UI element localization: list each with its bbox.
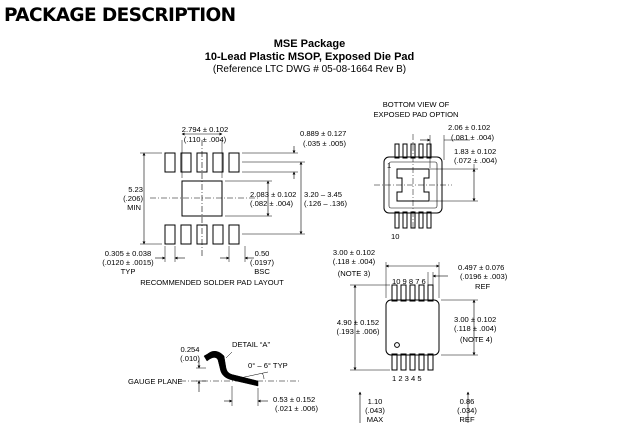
- lead: [418, 353, 425, 371]
- dim-label: MAX: [367, 415, 383, 423]
- lead-profile: [203, 351, 259, 387]
- dim-label: 1.83 ± 0.102: [454, 147, 496, 156]
- dim-label: 3.00 ± 0.102: [454, 315, 496, 324]
- dim-label: (.193 ± .006): [336, 327, 379, 336]
- dim-label: (.118 ± .004): [454, 324, 497, 333]
- pin-label: 1: [387, 161, 391, 170]
- lead: [409, 284, 416, 302]
- lead: [402, 143, 408, 159]
- top-view-labels: 3.00 ± 0.102 (.118 ± .004) (NOTE 3) 0.49…: [333, 248, 508, 383]
- lead: [391, 353, 398, 371]
- lead: [426, 143, 432, 159]
- dim-label: 5.23: [128, 185, 143, 194]
- lead: [402, 211, 408, 229]
- dim-label: REF: [475, 282, 491, 291]
- detail-a-labels: DETAIL “A” 0.254 (.010) 0° – 6° TYP GAUG…: [128, 340, 318, 413]
- solder-pad: [212, 224, 224, 245]
- bottom-dims: [358, 391, 470, 423]
- dim-label: 0.50: [255, 249, 270, 258]
- pin-numbers: 10 9 8 7 6: [392, 277, 426, 286]
- solder-pad-layout: [140, 132, 305, 262]
- dim-label: 0.86: [460, 397, 475, 406]
- drawing-reference: (Reference LTC DWG # 05-08-1664 Rev B): [212, 64, 407, 75]
- dim-label: 3.00 ± 0.102: [333, 248, 375, 257]
- dim-label: (.081 ± .004): [451, 133, 494, 142]
- dim-label: 2.794 ± 0.102: [182, 125, 228, 134]
- dim-label: 0° – 6° TYP: [248, 361, 288, 370]
- solder-pad: [164, 152, 176, 173]
- lead: [394, 211, 400, 229]
- solder-layout-labels: 2.794 ± 0.102 (.110 ± .004) 0.889 ± 0.12…: [102, 125, 347, 287]
- dim-label: 0.254: [180, 345, 199, 354]
- view-title: EXPOSED PAD OPTION: [373, 110, 458, 119]
- solder-pad: [180, 152, 192, 173]
- dim-label: (.082 ± .004): [250, 199, 293, 208]
- section-heading: PACKAGE DESCRIPTION: [4, 5, 236, 26]
- lead: [418, 143, 424, 159]
- dim-label: 0.305 ± 0.038: [105, 249, 151, 258]
- dim-label: 0.889 ± 0.127: [300, 129, 346, 138]
- dim-label: (.0120 ± .0015): [102, 258, 154, 267]
- solder-pad: [228, 224, 240, 245]
- lead: [427, 353, 434, 371]
- lead: [400, 284, 407, 302]
- gauge-plane-label: GAUGE PLANE: [128, 377, 182, 386]
- dim-label: 0.497 ± 0.076: [458, 263, 504, 272]
- solder-pad: [212, 152, 224, 173]
- lead: [427, 284, 434, 302]
- lead: [394, 143, 400, 159]
- detail-a: [180, 351, 300, 406]
- dim-label: TYP: [121, 267, 136, 276]
- solder-pad: [180, 224, 192, 245]
- package-body: [385, 299, 440, 356]
- dim-label: 2.083 ± 0.102: [250, 190, 296, 199]
- figure-caption: RECOMMENDED SOLDER PAD LAYOUT: [140, 278, 284, 287]
- package-name: MSE Package: [273, 38, 346, 50]
- dim-label: REF: [459, 415, 475, 423]
- package-description: 10-Lead Plastic MSOP, Exposed Die Pad: [204, 51, 415, 63]
- bottom-view: [374, 134, 478, 230]
- dim-label: (.110 ± .004): [184, 135, 227, 144]
- dim-label: 3.20 – 3.45: [304, 190, 342, 199]
- lead: [418, 211, 424, 229]
- view-title: BOTTOM VIEW OF: [383, 100, 450, 109]
- pin1-marker: [394, 342, 400, 348]
- dim-label: (.0196 ± .003): [460, 272, 508, 281]
- bottom-view-labels: BOTTOM VIEW OF EXPOSED PAD OPTION 2.06 ±…: [373, 100, 497, 241]
- dim-label: (NOTE 3): [338, 269, 371, 278]
- dim-label: 1.10: [368, 397, 383, 406]
- dim-label: 4.90 ± 0.152: [337, 318, 379, 327]
- exposed-pad: [396, 168, 430, 202]
- bottom-dims-labels: 1.10 (.043) MAX 0.86 (.034) REF: [365, 397, 477, 423]
- dim-label: (.021 ± .006): [275, 404, 318, 413]
- dim-label: 0.53 ± 0.152: [273, 395, 315, 404]
- dim-label: (.072 ± .004): [454, 156, 497, 165]
- dim-label: (.034): [457, 406, 477, 415]
- dim-label: (.035 ± .005): [303, 139, 346, 148]
- lead: [409, 353, 416, 371]
- dim-label: (.118 ± .004): [333, 257, 376, 266]
- top-view: [350, 262, 478, 371]
- dim-label: (.0197): [250, 258, 275, 267]
- lead: [426, 211, 432, 229]
- dim-label: 2.06 ± 0.102: [448, 123, 490, 132]
- dim-label: MIN: [127, 203, 141, 212]
- lead: [400, 353, 407, 371]
- dim-label: (.043): [365, 406, 385, 415]
- dim-label: (.010): [180, 354, 200, 363]
- dim-label: BSC: [254, 267, 270, 276]
- pin-numbers: 1 2 3 4 5: [392, 374, 422, 383]
- dim-label: (.206): [123, 194, 143, 203]
- lead: [418, 284, 425, 302]
- lead: [391, 284, 398, 302]
- solder-pad: [228, 152, 240, 173]
- detail-title: DETAIL “A”: [232, 340, 270, 349]
- solder-pad: [164, 224, 176, 245]
- dim-label: (NOTE 4): [460, 335, 493, 344]
- dim-label: (.126 – .136): [304, 199, 348, 208]
- pin-label: 10: [391, 232, 399, 241]
